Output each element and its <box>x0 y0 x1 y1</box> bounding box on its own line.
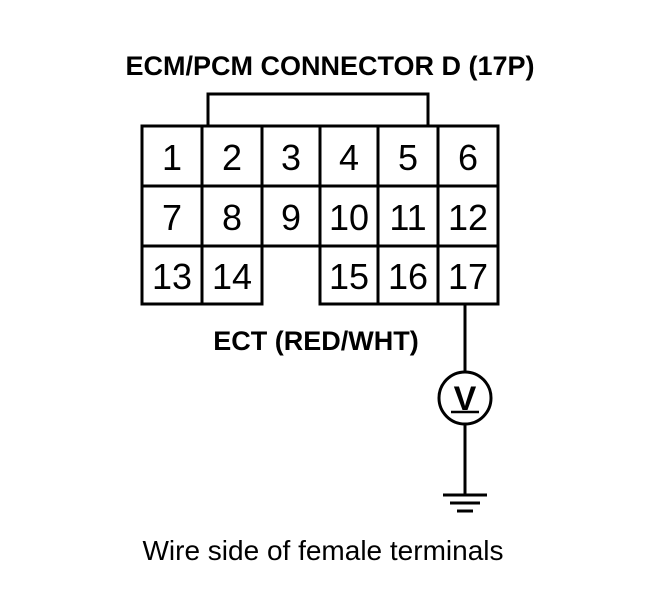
pin-label: 10 <box>329 197 369 238</box>
connector-latch <box>206 92 430 126</box>
pin-label: 11 <box>389 197 426 238</box>
pin-label: 12 <box>448 197 488 238</box>
pin-label: 8 <box>222 197 242 238</box>
wire-label: ECT (RED/WHT) <box>213 326 418 356</box>
pin-label: 1 <box>162 137 182 178</box>
pin-label: 15 <box>329 256 369 297</box>
pin-label: 3 <box>281 137 301 178</box>
pin-label: 16 <box>388 256 428 297</box>
pin-label: 7 <box>162 197 182 238</box>
pin-label: 2 <box>222 137 242 178</box>
pin-label: 4 <box>339 137 359 178</box>
connector-body <box>140 124 500 306</box>
pin-label: 13 <box>152 256 192 297</box>
pin-label: 9 <box>281 197 301 238</box>
pin-label: 14 <box>212 256 252 297</box>
pin-label: 6 <box>458 137 478 178</box>
pin-label: 17 <box>448 256 488 297</box>
ground-icon <box>443 493 487 513</box>
voltmeter-icon: V <box>437 370 493 426</box>
diagram-title: ECM/PCM CONNECTOR D (17P) <box>125 51 534 81</box>
voltmeter-symbol: V <box>454 380 477 418</box>
pin-labels: 1 2 3 4 5 6 7 8 9 10 11 12 13 14 15 16 1… <box>152 137 488 297</box>
pin-label: 5 <box>398 137 418 178</box>
diagram-caption: Wire side of female terminals <box>142 535 503 566</box>
